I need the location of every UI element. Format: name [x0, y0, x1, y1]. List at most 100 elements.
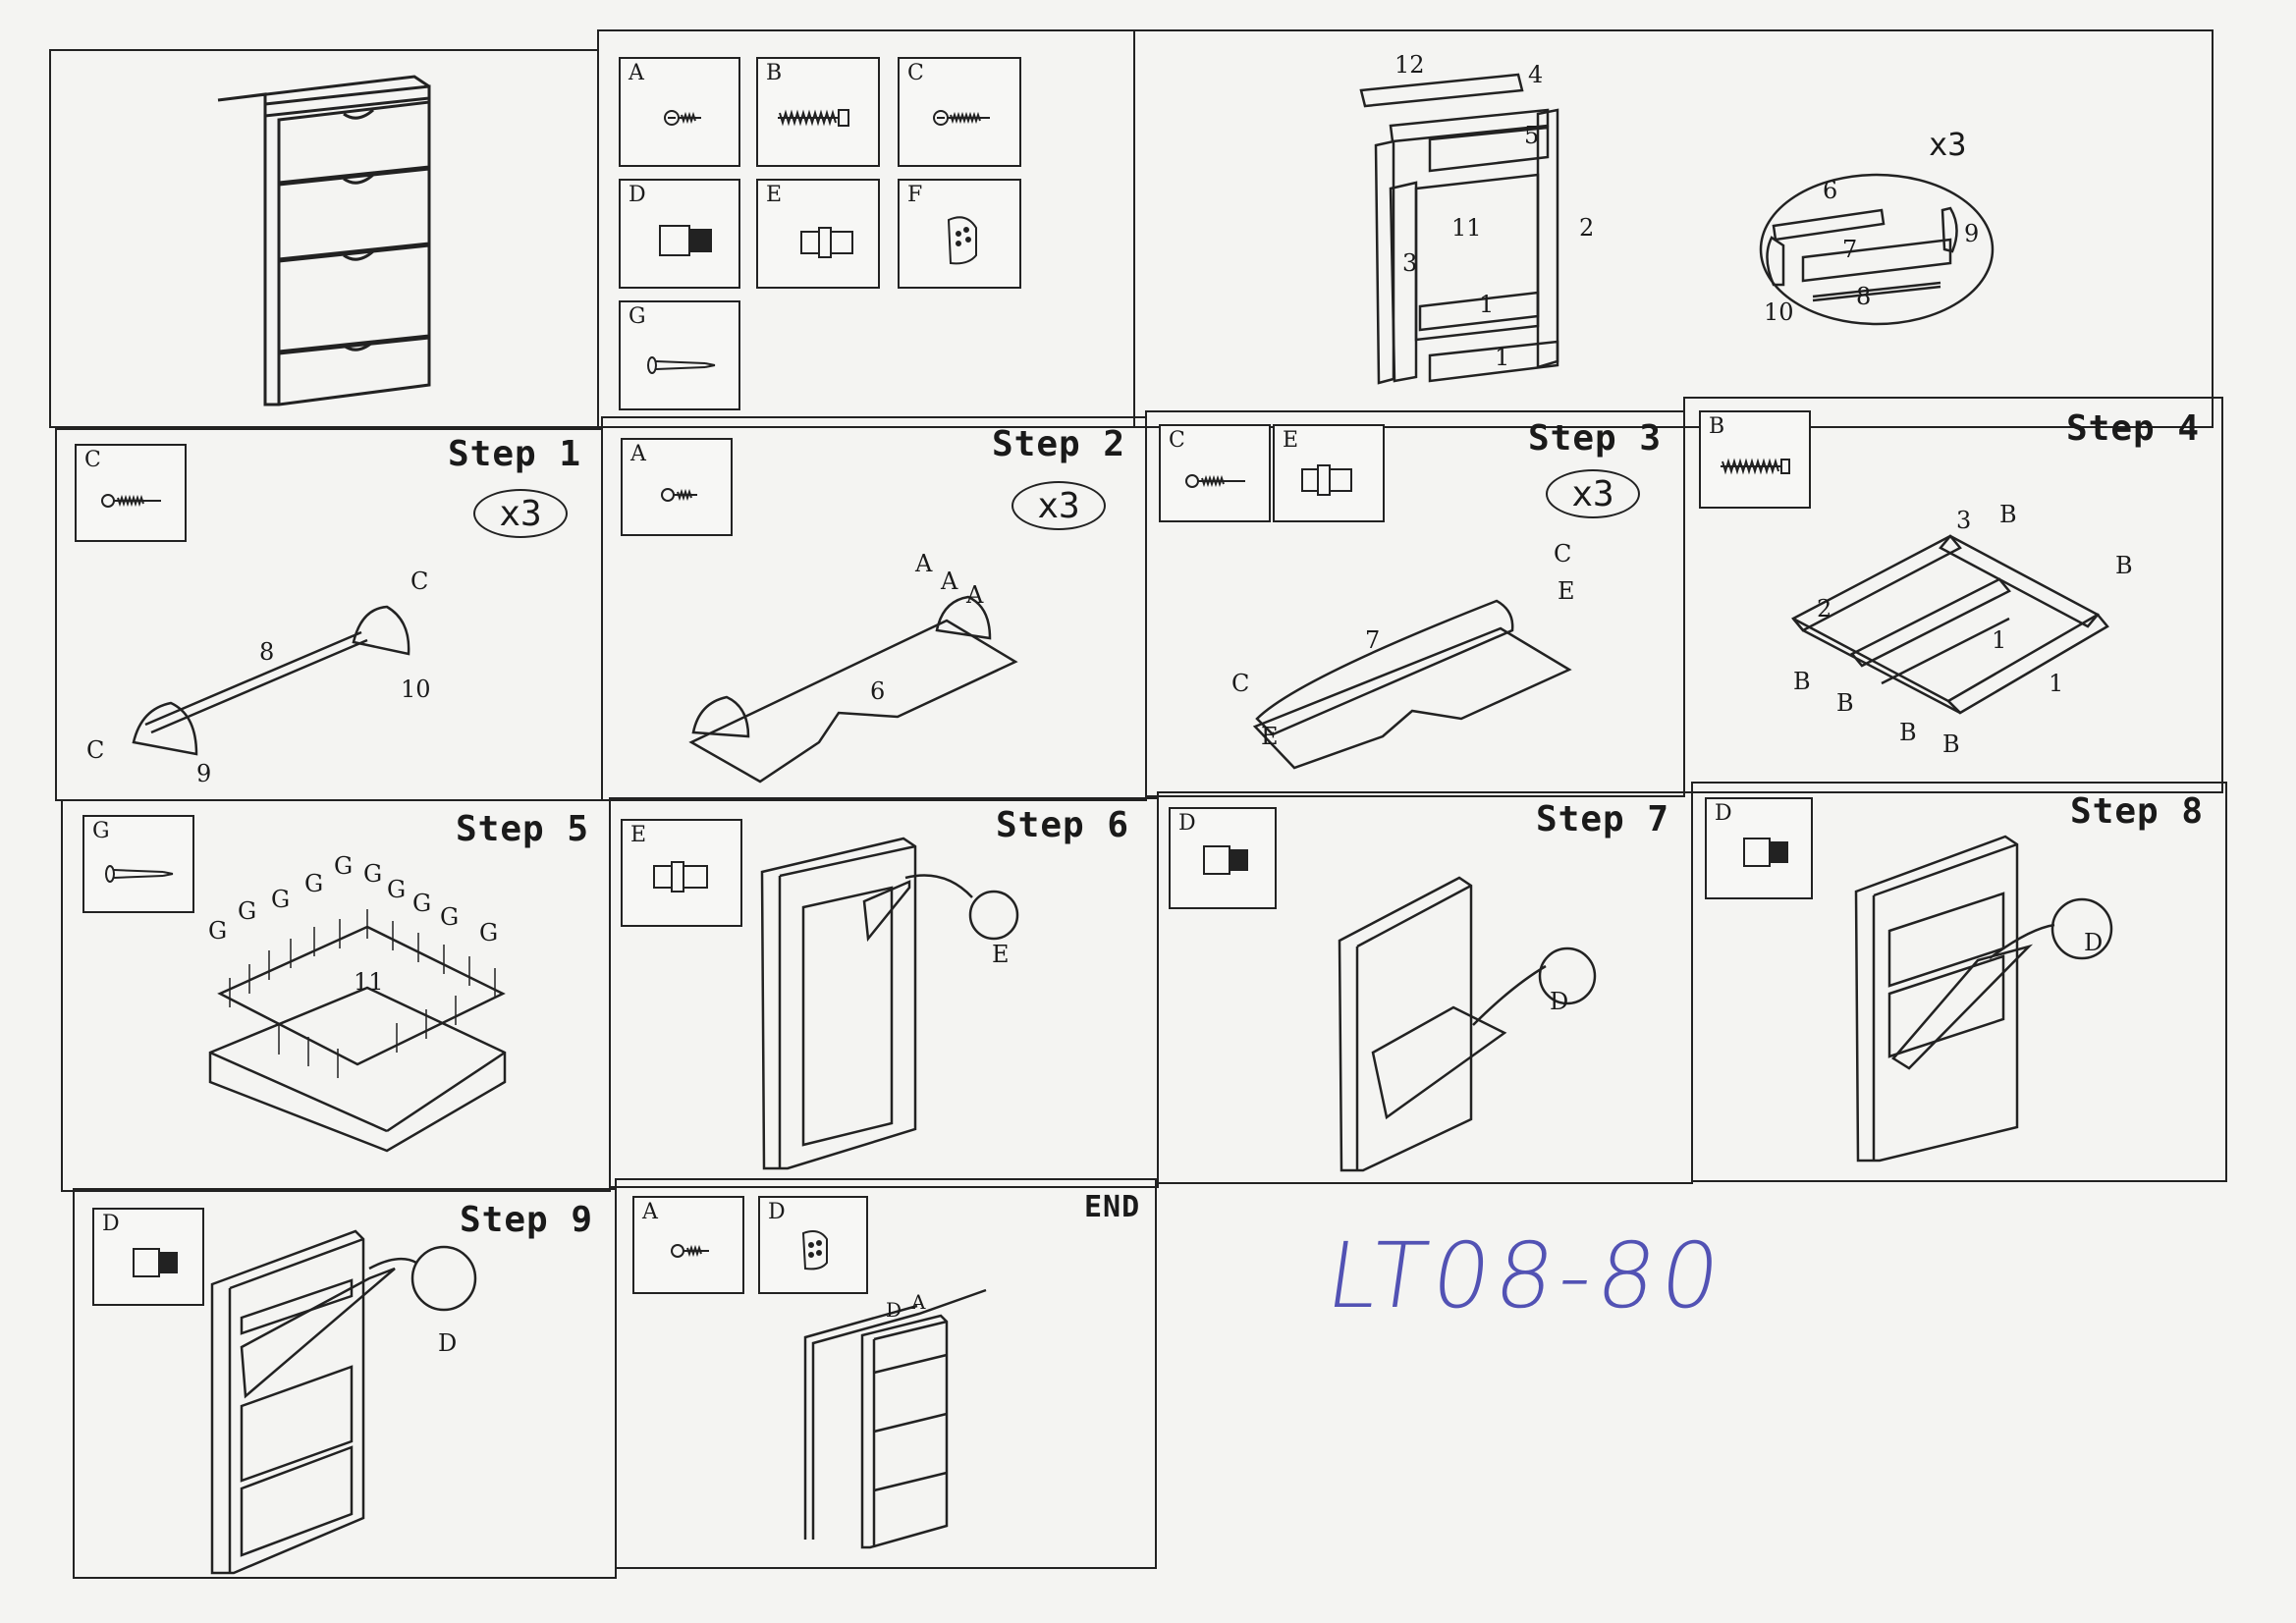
multiplier-label: x3	[1929, 126, 1967, 163]
step-1-title: Step 1	[448, 434, 582, 474]
step-1-part-10: 10	[401, 676, 431, 703]
step-5-hw-G-1: G	[208, 917, 228, 945]
end-wall-mounted-illustration	[803, 1288, 987, 1549]
end-hardware-A-box: A	[632, 1196, 744, 1294]
step-1-hardware-box: C	[75, 444, 187, 542]
cabinet-front-illustration	[217, 75, 431, 406]
hardware-B-box: B	[756, 57, 880, 167]
part-10-label: 10	[1764, 298, 1794, 326]
step-4-hw-B-1: B	[1999, 501, 2017, 528]
hardware-F-box: F	[898, 179, 1021, 289]
hardware-D-box: D	[619, 179, 740, 289]
step-6-panel: E Step 6 E	[609, 797, 1159, 1188]
step-9-title: Step 9	[460, 1200, 594, 1240]
step-3-illustration	[1252, 599, 1572, 770]
step-3-hw-C-2: C	[1231, 670, 1250, 697]
cam-D-icon	[133, 1248, 178, 1277]
step-9-hardware-box: D	[92, 1208, 204, 1306]
part-8-label: 8	[1856, 283, 1872, 310]
step-4-part-1a: 1	[1992, 626, 2007, 654]
step-4-illustration	[1791, 534, 2109, 715]
handwritten-model-code: LT08-80	[1320, 1223, 1732, 1328]
step-8-hardware-box: D	[1705, 797, 1813, 899]
step-2-part-6: 6	[870, 677, 886, 705]
step-3-part-7: 7	[1365, 626, 1381, 654]
screw-B-icon	[778, 109, 849, 127]
step-2-multiplier: x3	[1011, 481, 1106, 530]
step-1-part-9: 9	[196, 760, 212, 787]
hardware-E-box: E	[756, 179, 880, 289]
hardware-C-label: C	[907, 61, 924, 85]
step-5-hw-G-3: G	[271, 886, 291, 913]
step-2-illustration	[688, 595, 1018, 784]
screw-A-icon	[671, 1244, 709, 1258]
parts-exploded-panel: 12 4 5 11 2 3 1 1 x3 6 7 9 10 8	[1133, 29, 2214, 428]
step-4-hw-B-3: B	[1793, 668, 1811, 695]
end-title: END	[1084, 1190, 1141, 1224]
part-1b-label: 1	[1495, 344, 1510, 371]
end-hardware-D-box: D	[758, 1196, 868, 1294]
screw-C-icon	[1185, 474, 1245, 488]
step-4-part-1b: 1	[2049, 670, 2064, 697]
hardware-G-box: G	[619, 300, 740, 410]
step-7-hardware-box: D	[1169, 807, 1277, 909]
step-8-illustration	[1854, 835, 2113, 1163]
step-6-hardware-box: E	[621, 819, 742, 927]
step-5-illustration	[208, 909, 507, 1153]
step-3-panel: C E Step 3 x3 7 C E C E	[1145, 410, 1685, 797]
step-3-hw-E-1: E	[1558, 577, 1575, 605]
part-12-label: 12	[1394, 51, 1425, 79]
screw-C-icon	[101, 494, 161, 508]
step-1-hw-C-2: C	[86, 736, 105, 764]
step-2-hw-A-2: A	[941, 568, 958, 595]
step-2-hw-A-3: A	[966, 581, 984, 609]
step-4-panel: B Step 4 3 2 1 1 B B B B B B	[1683, 397, 2223, 793]
nail-G-icon	[105, 865, 174, 883]
end-hw-A: A	[911, 1290, 926, 1314]
hardware-list-panel: A B C D E F G	[597, 29, 1135, 428]
end-hw-D: D	[886, 1298, 902, 1322]
hardware-E-label: E	[766, 183, 783, 207]
screw-C-icon	[933, 110, 990, 126]
step-6-title: Step 6	[996, 805, 1130, 845]
step-1-panel: C Step 1 x3 8 10 9 C C	[55, 428, 603, 801]
step-5-part-11: 11	[354, 968, 384, 996]
hardware-D-label: D	[629, 183, 646, 207]
step-9-hw-D: D	[438, 1329, 458, 1357]
step-7-hw-D: D	[1550, 988, 1569, 1015]
step-2-title: Step 2	[992, 424, 1126, 464]
step-4-part-2: 2	[1817, 595, 1832, 622]
step-4-hw-B-4: B	[1836, 689, 1854, 717]
step-4-hw-B-5: B	[1899, 719, 1917, 746]
part-4-label: 4	[1528, 61, 1544, 88]
part-6-label: 6	[1823, 177, 1838, 204]
part-9-label: 9	[1964, 220, 1980, 247]
step-1-multiplier: x3	[473, 489, 568, 538]
bracket-D-icon	[801, 1230, 828, 1271]
step-6-hw-E: E	[992, 941, 1010, 968]
step-7-title: Step 7	[1536, 799, 1670, 839]
cabinet-exploded-illustration	[1359, 73, 1995, 385]
step-8-title: Step 8	[2070, 791, 2205, 832]
step-5-hw-G-9: G	[440, 903, 460, 931]
step-3-hardware-C-box: C	[1159, 424, 1271, 522]
part-2-label: 2	[1579, 214, 1595, 242]
dowel-E-icon	[1301, 464, 1352, 496]
hardware-F-label: F	[907, 183, 923, 207]
step-9-panel: D Step 9 D	[73, 1188, 617, 1579]
step-4-hardware-box: B	[1699, 410, 1811, 509]
hardware-B-label: B	[766, 61, 783, 85]
screw-A-icon	[661, 488, 697, 502]
cam-D-icon	[659, 225, 712, 256]
cam-D-icon	[1743, 838, 1788, 867]
step-8-hw-D: D	[2084, 929, 2104, 956]
step-5-panel: G Step 5 11 G G G G G G G G G G	[61, 799, 611, 1192]
step-5-hardware-box: G	[82, 815, 194, 913]
step-3-multiplier: x3	[1546, 469, 1640, 518]
step-5-hw-G-4: G	[304, 870, 324, 897]
hardware-A-label: A	[629, 61, 644, 85]
part-11-label: 11	[1451, 214, 1482, 242]
step-1-hw-C-1: C	[410, 568, 429, 595]
step-5-hw-G-6: G	[363, 860, 383, 888]
hardware-C-box: C	[898, 57, 1021, 167]
